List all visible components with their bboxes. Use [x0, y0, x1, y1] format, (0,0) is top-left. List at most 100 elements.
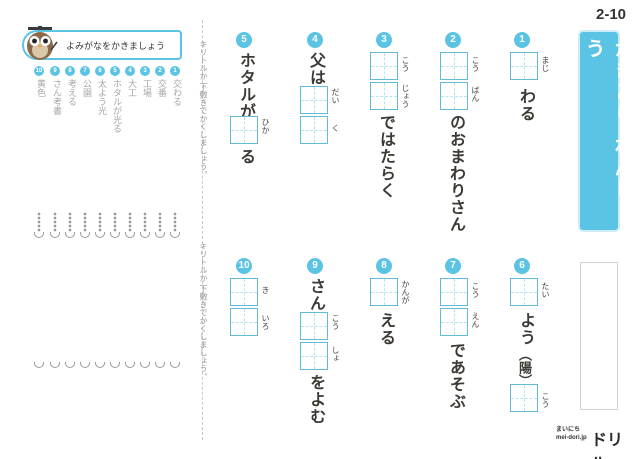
question-number: 3 [376, 32, 392, 48]
dot-mark [37, 212, 41, 232]
arc-mark [65, 362, 75, 368]
answer-box[interactable] [370, 82, 398, 110]
answer-text: 考える [66, 79, 76, 106]
question-number: 6 [514, 258, 530, 274]
logo-subtext: まいにち mei-dori.jp [556, 427, 587, 441]
kanji-hint: （陽） [516, 348, 531, 387]
answer-box[interactable] [300, 342, 328, 370]
furigana: いろ [261, 314, 270, 330]
answer-text: さん考書 [51, 79, 61, 115]
furigana: ひか [261, 118, 270, 134]
furigana: だい [331, 88, 340, 104]
question-text: さん [307, 278, 326, 312]
furigana: こう [331, 314, 340, 330]
dot-mark [113, 212, 117, 232]
question-text: わる [517, 88, 536, 122]
question-number: 1 [514, 32, 530, 48]
question-number: 10 [236, 258, 252, 274]
answer-number: 7 [80, 66, 90, 76]
arc-mark [110, 232, 120, 238]
answer-number: 10 [34, 66, 44, 76]
answer-text: 工場 [141, 79, 151, 97]
answer-number: 9 [50, 66, 60, 76]
dot-mark [68, 212, 72, 232]
question-text: える [377, 312, 396, 346]
answer-number: 6 [95, 66, 105, 76]
arc-mark [95, 362, 105, 368]
answer-number: 5 [110, 66, 120, 76]
answer-box[interactable] [440, 278, 468, 306]
answer-box[interactable] [440, 308, 468, 336]
answer-box[interactable] [510, 278, 538, 306]
answer-box[interactable] [510, 384, 538, 412]
worksheet-title: かきとり れんしゅう [582, 38, 635, 223]
furigana: じょう [401, 84, 410, 108]
title-band: かきとり れんしゅう [580, 32, 635, 230]
question-number: 7 [445, 258, 461, 274]
dot-mark [98, 212, 102, 232]
furigana: こう [401, 56, 410, 72]
furigana: く [331, 124, 340, 132]
answer-text: 太よう光 [96, 79, 106, 115]
answer-box[interactable] [510, 52, 538, 80]
furigana: こう [471, 56, 480, 72]
answer-box[interactable] [440, 82, 468, 110]
furigana: えん [471, 312, 480, 328]
answer-text: 大工 [126, 79, 136, 97]
furigana: ばん [471, 86, 480, 102]
answer-number: 3 [140, 66, 150, 76]
arc-mark [125, 232, 135, 238]
name-field[interactable] [580, 262, 618, 410]
question-text: であそぶ [447, 342, 466, 410]
answer-box[interactable] [440, 52, 468, 80]
dot-mark [128, 212, 132, 232]
owl-icon [27, 26, 58, 60]
arc-mark [110, 362, 120, 368]
answer-number: 4 [125, 66, 135, 76]
dot-mark [143, 212, 147, 232]
dot-mark [158, 212, 162, 232]
furigana: たい [541, 282, 550, 298]
arc-mark [125, 362, 135, 368]
answer-box[interactable] [300, 116, 328, 144]
answer-box[interactable] [370, 278, 398, 306]
answer-text: 交わる [171, 79, 181, 106]
cut-note: キリトルか 下敷きでかくしましょう。 [199, 40, 208, 179]
answer-box[interactable] [230, 308, 258, 336]
question-text: のおまわりさん [447, 114, 466, 233]
arc-mark [50, 362, 60, 368]
answer-box[interactable] [230, 278, 258, 306]
answer-text: ホタルが光る [111, 79, 121, 133]
answer-number: 1 [170, 66, 180, 76]
question-text: をよむ [307, 374, 326, 425]
answer-box[interactable] [370, 52, 398, 80]
question-text: ホタルが [237, 52, 256, 120]
arc-mark [34, 232, 44, 238]
furigana: こう [541, 392, 550, 408]
dot-mark [53, 212, 57, 232]
dot-mark [83, 212, 87, 232]
question-text: よう [517, 312, 536, 346]
answer-number: 8 [65, 66, 75, 76]
lesson-number: 2-10 [595, 6, 627, 23]
arc-mark [80, 362, 90, 368]
dot-mark [173, 212, 177, 232]
question-number: 4 [307, 32, 323, 48]
furigana: しょ [331, 346, 340, 362]
furigana: こう [471, 282, 480, 298]
furigana: まじ [541, 56, 550, 72]
answer-heading: よみがなをかきましょう [66, 42, 166, 52]
furigana: かんが [401, 280, 410, 304]
answer-text: 交番 [156, 79, 166, 97]
answer-box[interactable] [300, 312, 328, 340]
furigana: き [261, 286, 270, 294]
answer-text: 黄色 [35, 79, 45, 97]
question-text: ではたらく [377, 114, 396, 199]
answer-number: 2 [155, 66, 165, 76]
answer-box[interactable] [230, 116, 258, 144]
cut-note: キリトルか 下敷きでかくしましょう。 [199, 242, 208, 381]
answer-box[interactable] [300, 86, 328, 114]
arc-mark [140, 232, 150, 238]
logo-text: ドリル [591, 430, 624, 459]
